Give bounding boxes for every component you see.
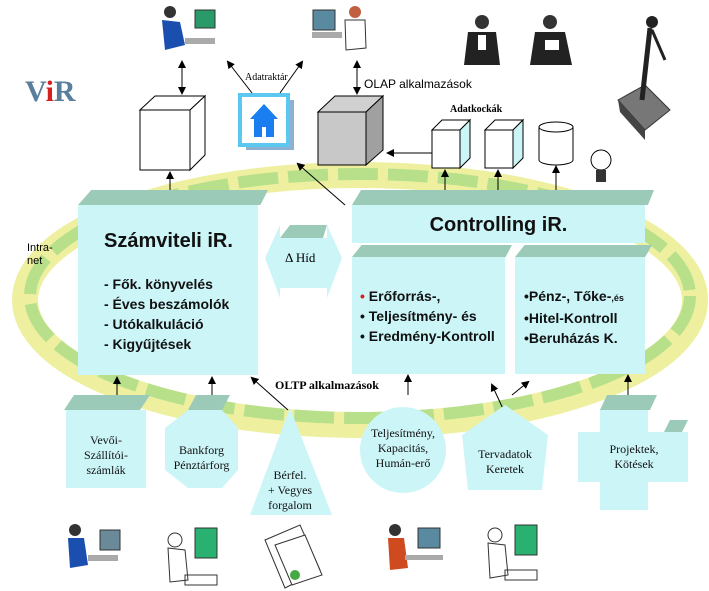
list-item-text: •Pénz-, Tőke- <box>524 288 612 304</box>
data-cube-small-icon <box>430 118 472 170</box>
hid-label: Δ Híd <box>285 250 316 265</box>
source-line: Kötések <box>614 457 654 471</box>
list-item: - Éves beszámolók <box>104 296 230 312</box>
user-at-computer-icon <box>167 527 218 586</box>
intranet-ring <box>12 162 708 438</box>
controlling-box-top <box>352 190 654 205</box>
connector-arrows <box>113 60 632 414</box>
source-line: Pénztárforg <box>173 458 230 472</box>
source-line: Projektek, <box>609 442 659 456</box>
list-item: - Kigyűjtések <box>104 336 192 352</box>
controlling-left-box <box>352 257 505 374</box>
user-at-computer-icon <box>68 524 121 568</box>
adattarhaz-label: Adatraktár <box>245 72 288 83</box>
bridge-double-arrow <box>265 225 342 298</box>
szamviteli-box <box>78 205 258 375</box>
list-item-text: Eredmény-Kontroll <box>368 328 495 344</box>
list-item: •Beruházás K. <box>524 330 618 346</box>
controlling-right-top <box>515 245 652 257</box>
source-line: Teljesítmény, <box>370 426 436 440</box>
intranet-line: Intra- <box>27 242 53 254</box>
list-item: - Utókalkuláció <box>104 316 204 332</box>
source-line: Kapacitás, <box>377 441 429 455</box>
logo-letter: R <box>53 75 76 108</box>
list-item: •Hitel-Kontroll <box>524 310 618 326</box>
source-line: számlák <box>86 463 126 477</box>
source-line: Szállítói- <box>84 448 128 462</box>
source-teljesitmeny: Teljesítmény,Kapacitás,Humán-erő <box>358 426 448 471</box>
controlling-left-top <box>352 245 512 257</box>
businessman-icon <box>530 15 572 65</box>
source-line: Bankforg <box>178 443 225 457</box>
lightbulb-icon <box>590 149 612 182</box>
list-item-text: Teljesítmény- és <box>368 308 477 324</box>
oltp-label: OLTP alkalmazások <box>275 378 379 392</box>
controlling-title: Controlling iR. <box>429 214 568 236</box>
source-line: Keretek <box>486 462 524 476</box>
intranet-line: net <box>27 255 43 267</box>
data-cube-small-icon <box>483 118 525 170</box>
intranet-label: Intra- net <box>27 242 53 268</box>
controlling-right-box <box>515 257 645 374</box>
list-item: • Eredmény-Kontroll <box>360 328 495 344</box>
adatkockak-label: Adatkockák <box>450 104 503 115</box>
source-line: Humán-erő <box>375 456 431 470</box>
businessman-icon <box>464 15 500 65</box>
user-at-computer-icon <box>487 524 538 581</box>
source-projektek: Projektek,Kötések <box>580 442 688 472</box>
logo-letter: i <box>45 75 54 108</box>
controlling-box <box>352 205 645 243</box>
data-cube-icon <box>138 94 207 172</box>
controlling-right-list: •Pénz-, Tőke-,és •Hitel-Kontroll •Beruhá… <box>524 286 624 348</box>
papers-icon <box>264 524 323 589</box>
olap-label: OLAP alkalmazások <box>364 77 472 91</box>
olap-cube-icon <box>316 94 385 167</box>
source-line: forgalom <box>268 498 312 512</box>
person-on-box-icon <box>617 16 671 140</box>
data-warehouse-icon <box>238 93 294 150</box>
source-line: Vevői- <box>90 433 122 447</box>
szamviteli-title: Számviteli iR. <box>104 230 233 252</box>
source-vevoi: Vevői-Szállítói-számlák <box>66 433 146 478</box>
source-line: + Vegyes <box>267 483 313 497</box>
list-item: - Fők. könyvelés <box>104 276 213 292</box>
user-at-computer-icon <box>312 6 367 51</box>
list-item: • Teljesítmény- és <box>360 308 477 324</box>
controlling-left-list: • Erőforrás-, • Teljesítmény- és • Eredm… <box>360 286 495 346</box>
vir-logo: ViR <box>25 75 76 109</box>
source-shapes <box>64 395 688 515</box>
logo-letter: V <box>25 75 46 108</box>
szamviteli-box-top <box>78 190 268 205</box>
source-line: Tervadatok <box>478 447 532 461</box>
database-cylinder-icon <box>538 121 574 166</box>
list-item-text: Erőforrás-, <box>368 288 441 304</box>
list-item: • Erőforrás-, <box>360 288 441 304</box>
list-item: •Pénz-, Tőke-,és <box>524 286 624 308</box>
user-at-computer-icon <box>388 524 443 570</box>
list-item-suffix: ,és <box>611 293 624 303</box>
szamviteli-list: - Fők. könyvelés - Éves beszámolók - Utó… <box>104 274 229 354</box>
user-at-computer-icon <box>162 6 216 50</box>
source-line: Bérfel. <box>273 468 307 482</box>
